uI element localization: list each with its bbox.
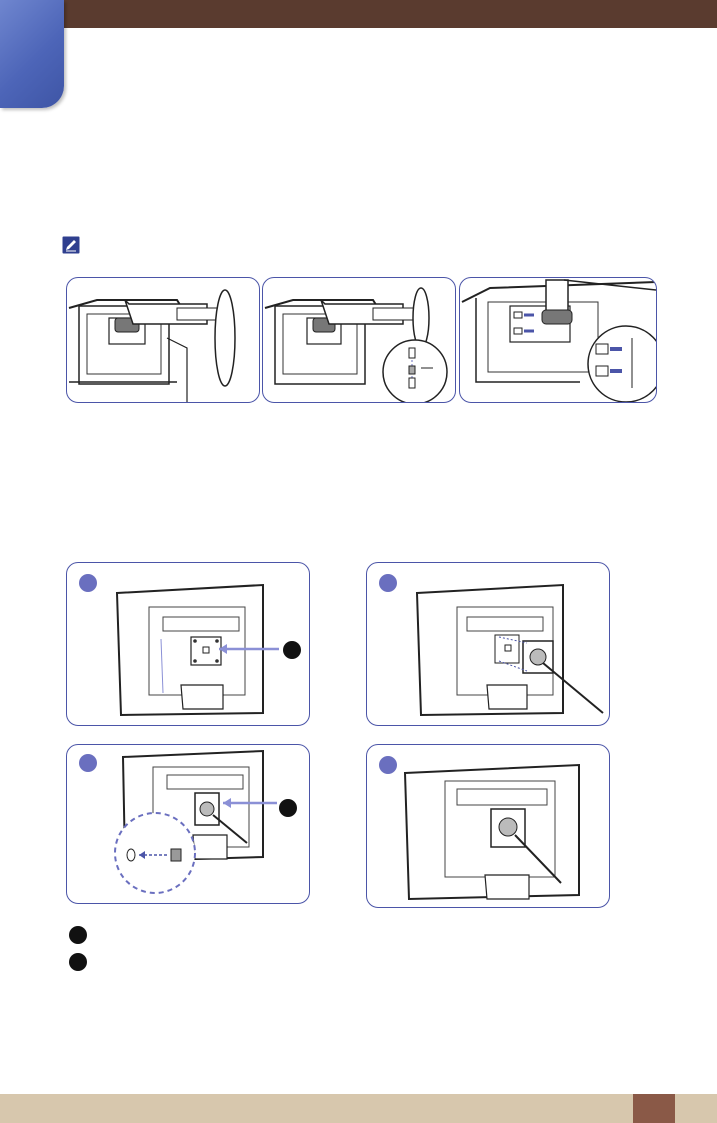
legend-marker [69,953,87,971]
wall-mount-step-2 [366,562,610,726]
wall-mount-step-3 [66,744,310,904]
pencil-note-icon [62,236,80,254]
stand-removal-step-3 [459,277,657,403]
step-marker [379,756,397,774]
step-marker [79,574,97,592]
wall-mount-step-4 [366,744,610,908]
header-bar [0,0,717,28]
callout-marker [283,641,301,659]
footer-bar [0,1094,717,1123]
chapter-tab [0,0,64,108]
wall-mount-step-1 [66,562,310,726]
step-marker [79,754,97,772]
stand-removal-step-2 [262,277,456,403]
stand-removal-step-1 [66,277,260,403]
legend-marker [69,926,87,944]
page-number-box [633,1094,675,1123]
step-marker [379,574,397,592]
callout-marker [279,799,297,817]
